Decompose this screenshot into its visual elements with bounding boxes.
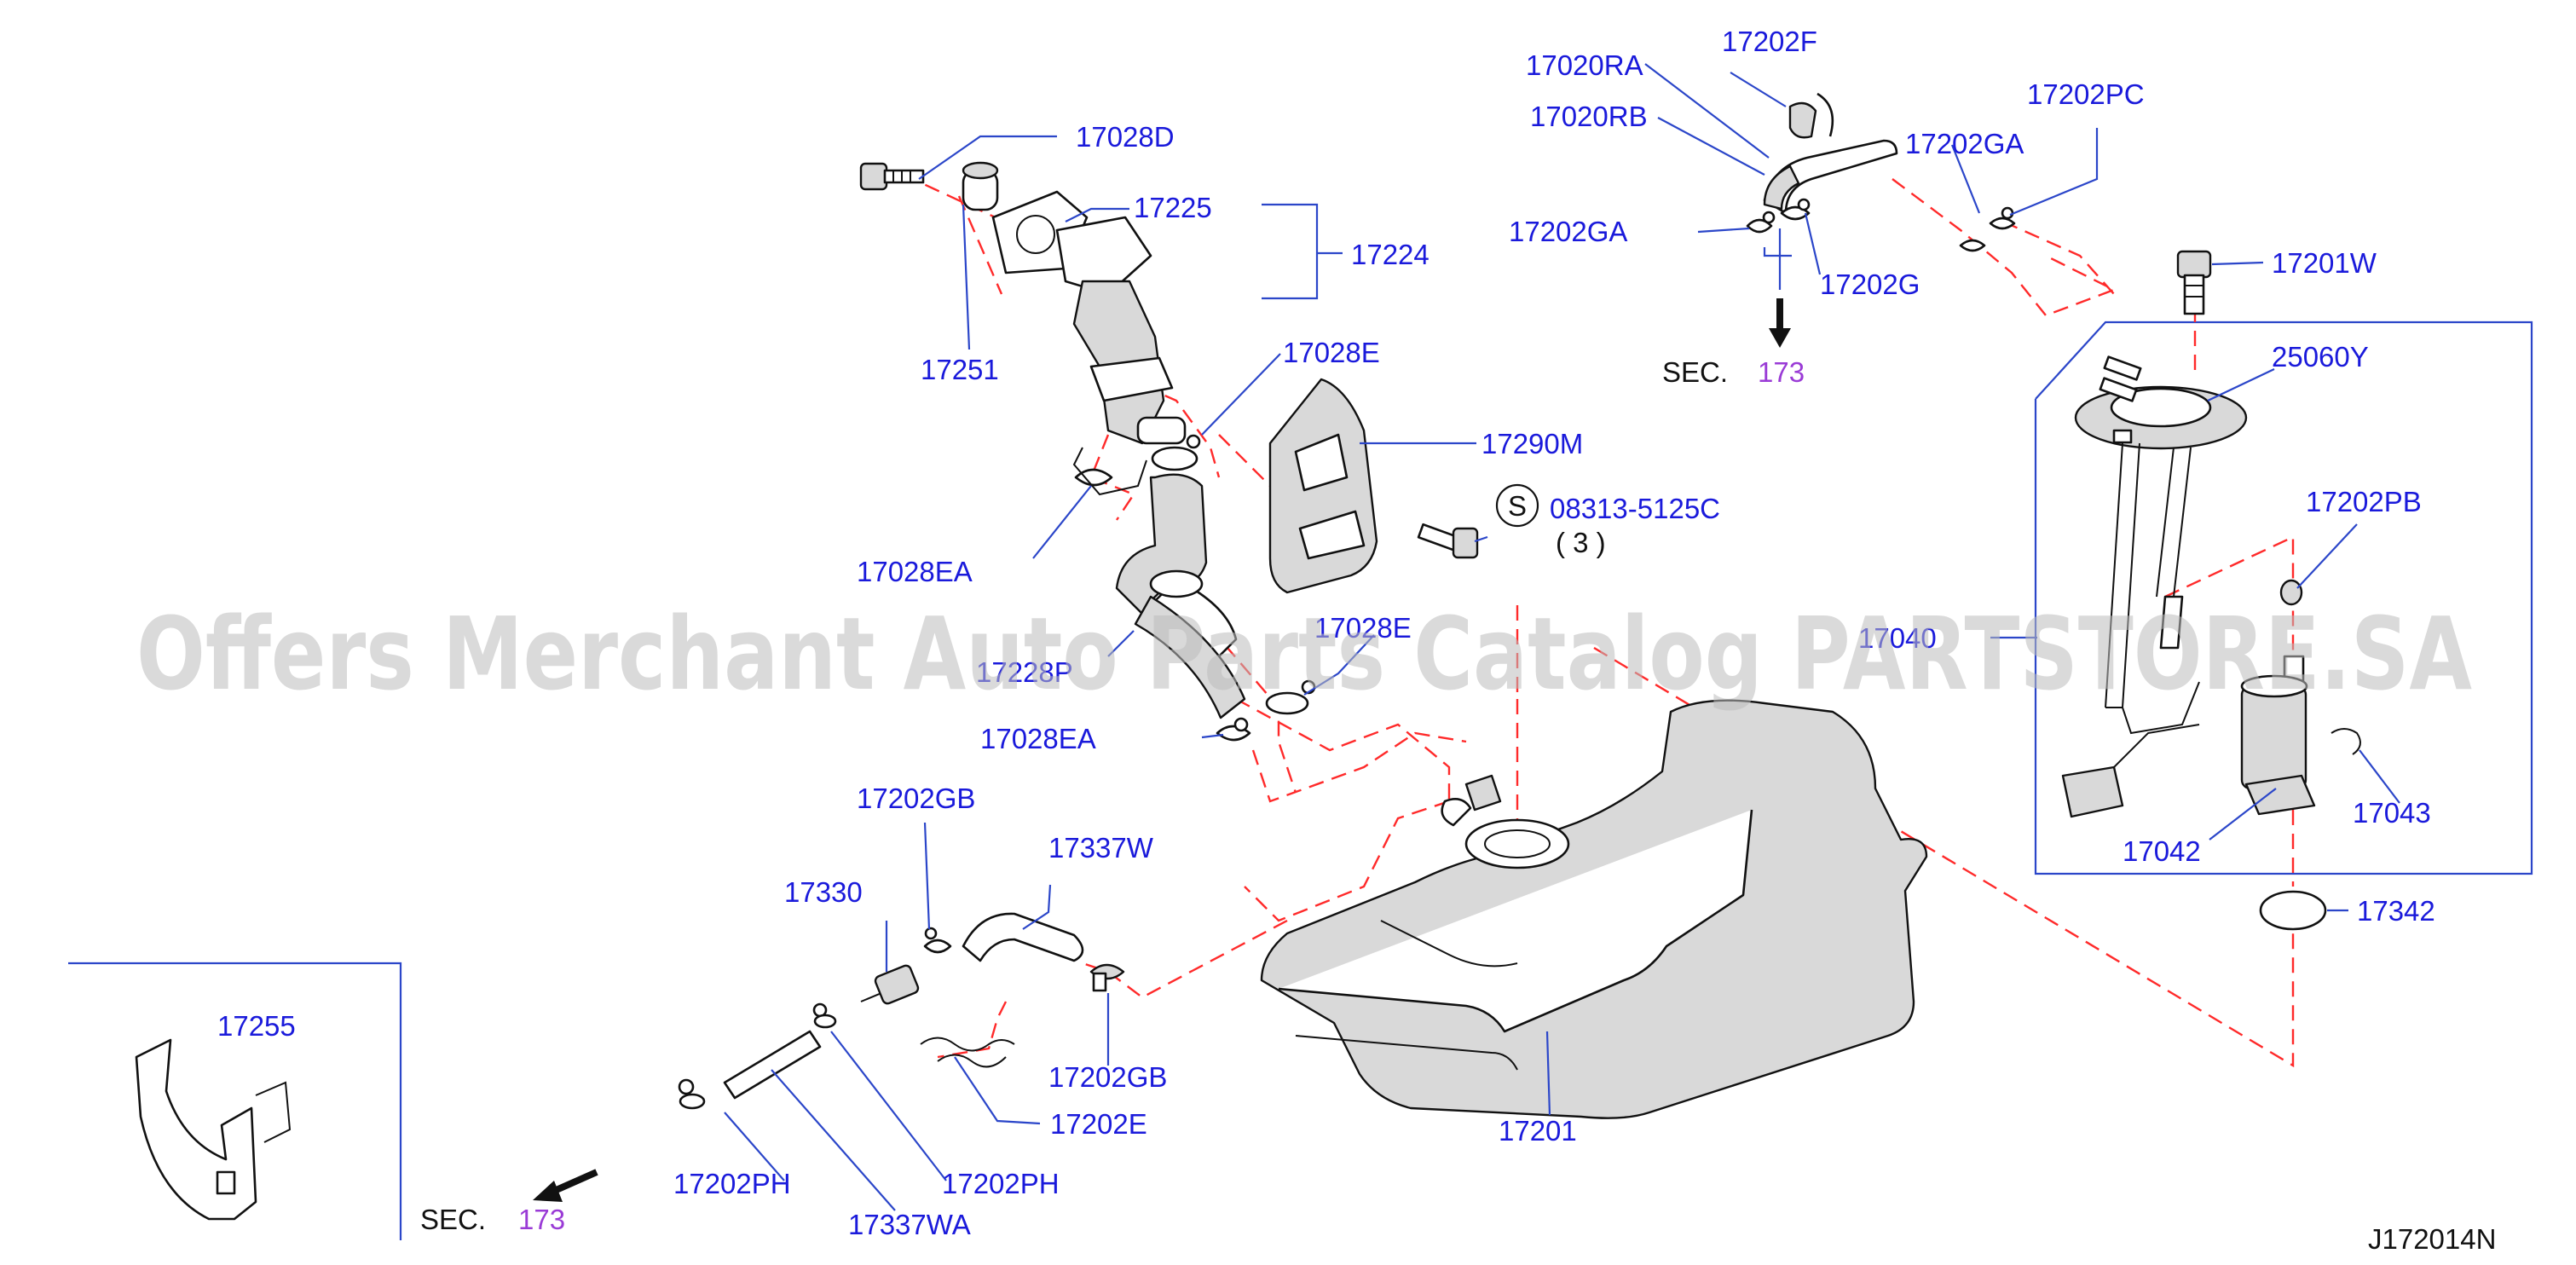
label-17042[interactable]: 17042	[2123, 835, 2201, 867]
standard-part-symbol: S	[1495, 483, 1539, 528]
label-17290M[interactable]: 17290M	[1481, 428, 1583, 459]
vent-hose-17020RA-icon	[1763, 139, 1898, 215]
label-17202F[interactable]: 17202F	[1722, 26, 1817, 57]
label-17028EA-lower[interactable]: 17028EA	[980, 723, 1096, 754]
label-17202PC[interactable]: 17202PC	[2027, 78, 2145, 110]
sec-ref-number-bottom[interactable]: 173	[518, 1204, 565, 1235]
fuel-pump-17042-icon	[2240, 655, 2316, 816]
bolt-17028D-icon	[859, 162, 925, 191]
seal-ring-17342-icon	[2259, 890, 2327, 931]
fuel-pump-assembly	[2061, 250, 2361, 931]
vent-hose-assembly	[1746, 92, 2016, 348]
arrow-down-icon	[1769, 298, 1791, 348]
bracket-17255-icon	[135, 1038, 292, 1221]
clamp-17202G-icon	[1780, 198, 1811, 221]
arrow-down-left-icon	[533, 1169, 598, 1202]
frame-lines	[68, 321, 2533, 1240]
label-17020RA[interactable]: 17020RA	[1526, 49, 1643, 81]
label-17202PH[interactable]: 17202PH	[673, 1168, 791, 1199]
filter-17330-icon	[860, 964, 920, 1005]
clamp-17202GB-icon	[923, 927, 952, 954]
clip-17202PB-icon	[2279, 579, 2303, 606]
filler-hose-17228P-icon	[1115, 473, 1246, 719]
fuel-tank-17201	[1260, 699, 1928, 1119]
pump-bracket-17040-icon	[2061, 442, 2200, 818]
clamp-17028E-lower-icon	[1265, 679, 1316, 715]
tube-17337WA-icon	[723, 1030, 822, 1100]
label-17202GB-lower[interactable]: 17202GB	[1048, 1061, 1167, 1093]
label-25060Y[interactable]: 25060Y	[2272, 341, 2369, 373]
label-17201[interactable]: 17201	[1499, 1115, 1577, 1147]
sender-unit-25060Y-icon	[2074, 355, 2248, 450]
label-17224[interactable]: 17224	[1351, 239, 1430, 270]
clip-17202PH-lower-icon	[678, 1078, 706, 1110]
label-08313-5125C[interactable]: 08313-5125C	[1550, 493, 1720, 524]
label-quantity-3: ( 3 )	[1556, 527, 1606, 558]
label-17337WA[interactable]: 17337WA	[848, 1209, 971, 1240]
label-17202GA-right[interactable]: 17202GA	[1905, 128, 2024, 159]
label-17201W[interactable]: 17201W	[2272, 247, 2377, 279]
protector-17290M-icon	[1268, 378, 1378, 594]
label-17020RB[interactable]: 17020RB	[1530, 101, 1648, 132]
label-17202GA[interactable]: 17202GA	[1509, 216, 1627, 247]
label-17337W[interactable]: 17337W	[1048, 832, 1154, 864]
clip-17202PC-icon	[1989, 206, 2016, 230]
sec-ref-number-top[interactable]: 173	[1758, 356, 1805, 388]
label-17342[interactable]: 17342	[2357, 895, 2435, 927]
hose-17337W-icon	[962, 912, 1084, 962]
section-references[interactable]: SEC. 173 SEC. 173	[420, 356, 1805, 1235]
label-17028D[interactable]: 17028D	[1076, 121, 1175, 153]
sec-ref-prefix-top: SEC.	[1662, 356, 1728, 388]
screw-08313-5125C-icon	[1417, 523, 1479, 559]
diagram-code: J172014N	[2368, 1223, 2496, 1255]
label-17028EA[interactable]: 17028EA	[857, 556, 973, 587]
fuel-line-assembly	[678, 912, 1125, 1110]
clip-17043-icon	[2331, 728, 2361, 755]
label-17028E-lower[interactable]: 17028E	[1314, 612, 1412, 644]
leader-lines	[724, 63, 2400, 1211]
filler-tube-17224-icon	[1055, 216, 1187, 445]
label-17255[interactable]: 17255	[217, 1010, 296, 1042]
label-17202PB[interactable]: 17202PB	[2306, 486, 2422, 517]
standard-part-letter: S	[1508, 490, 1527, 522]
clip-17202E-icon	[920, 1037, 1015, 1068]
label-17202PH-right[interactable]: 17202PH	[942, 1168, 1060, 1199]
label-17040[interactable]: 17040	[1858, 622, 1937, 654]
inset-frame-pump	[2034, 321, 2533, 875]
bolt-17201W-icon	[2176, 250, 2212, 315]
label-17202GB[interactable]: 17202GB	[857, 783, 975, 814]
label-17251[interactable]: 17251	[921, 354, 999, 385]
label-17043[interactable]: 17043	[2353, 797, 2431, 829]
clip-17202PH-icon	[812, 1002, 837, 1029]
filler-cap-17251-icon	[962, 161, 999, 211]
label-17228P[interactable]: 17228P	[976, 656, 1073, 688]
clamp-17202GA-right-icon	[1959, 239, 1986, 252]
clamp-17028EA-lower-icon	[1216, 717, 1251, 742]
watermark-text: Offers Merchant Auto Parts Catalog PARTS…	[136, 595, 2472, 713]
part-labels[interactable]: 17028D 17225 17224 17251 17028E 17290M 0…	[217, 26, 2435, 1240]
label-17225[interactable]: 17225	[1134, 192, 1212, 223]
label-17028E[interactable]: 17028E	[1283, 337, 1380, 368]
inset-frame-left	[68, 962, 402, 1240]
sec-ref-prefix-bottom: SEC.	[420, 1204, 486, 1235]
fuel-filler-assembly	[859, 161, 1479, 742]
clamp-17028EA-icon	[1072, 447, 1147, 496]
clamp-17202GA-icon	[1746, 211, 1776, 234]
label-17202G[interactable]: 17202G	[1820, 269, 1920, 300]
label-17202E[interactable]: 17202E	[1050, 1108, 1147, 1140]
label-17330[interactable]: 17330	[784, 876, 863, 908]
clamp-17028E-icon	[1151, 434, 1201, 471]
clamp-17202GB-right-icon	[1089, 963, 1125, 992]
clip-17202F-icon	[1788, 92, 1834, 139]
